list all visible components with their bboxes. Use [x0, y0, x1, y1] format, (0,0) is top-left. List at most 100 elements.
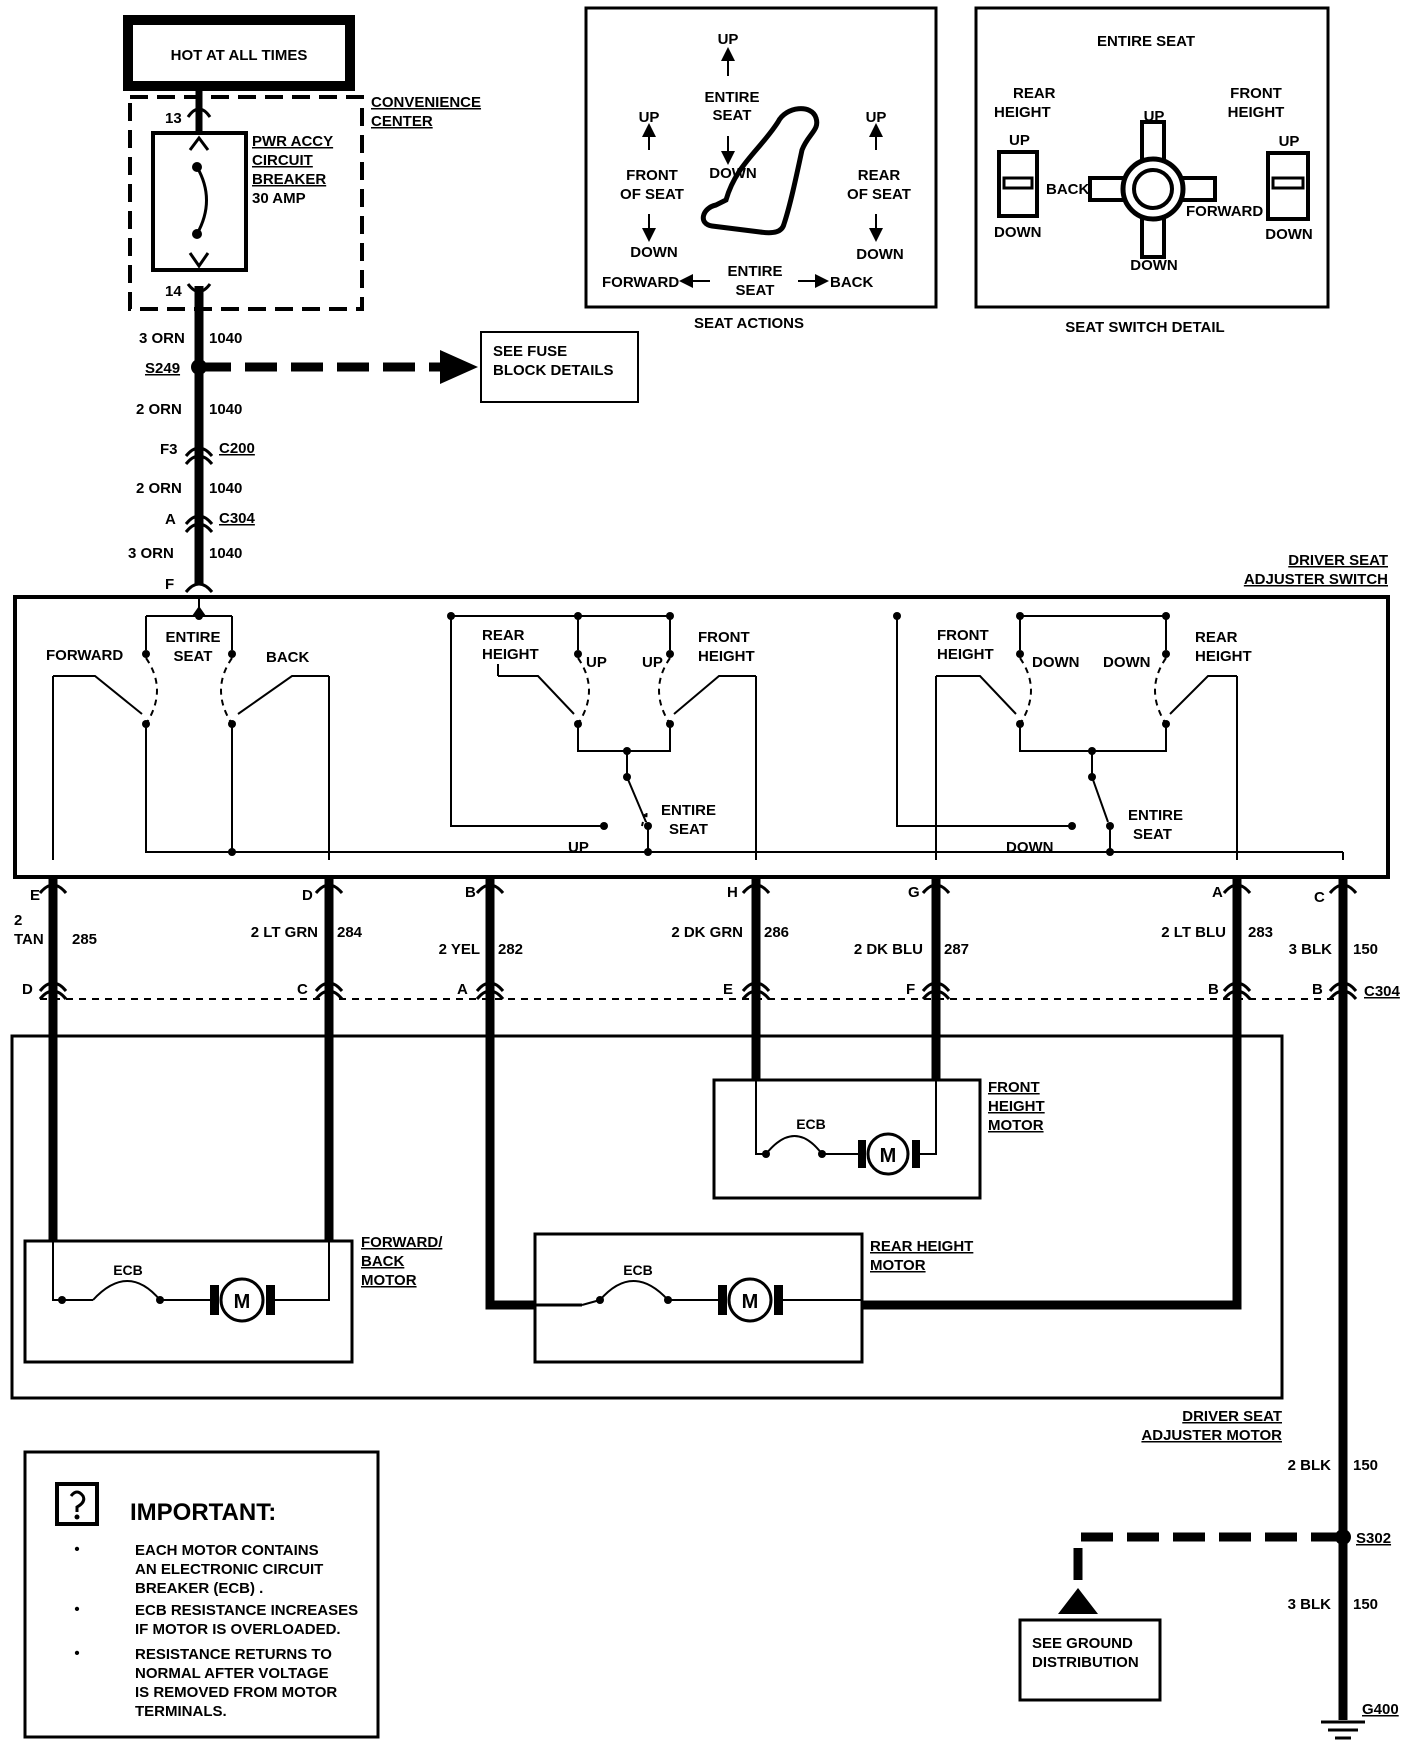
- ground-icon: [1321, 1720, 1365, 1740]
- switch-position-label: ENTIRE: [661, 802, 716, 819]
- switch-position-label: SEAT: [174, 648, 213, 665]
- switch-detail-label: DOWN: [1130, 257, 1178, 274]
- wire-circuit: 1040: [209, 545, 242, 562]
- connector-pin: C: [297, 981, 308, 998]
- connector-pin: D: [22, 981, 33, 998]
- switch-detail-label: FORWARD: [1186, 203, 1263, 220]
- seat-action-label: DOWN: [630, 244, 678, 261]
- switch-detail-label: FRONT: [1230, 85, 1282, 102]
- wire-gauge: 2: [14, 912, 22, 929]
- motor-assembly-title: ADJUSTER MOTOR: [1141, 1427, 1282, 1444]
- switch-detail-label: HEIGHT: [1228, 104, 1285, 121]
- switch-position-label: ENTIRE: [1128, 807, 1183, 824]
- important-bullet: IS REMOVED FROM MOTOR: [135, 1684, 337, 1701]
- seat-action-label: DOWN: [856, 246, 904, 263]
- switch-position-label: UP: [568, 839, 589, 856]
- ground-ref: DISTRIBUTION: [1032, 1654, 1139, 1671]
- ground-ref: SEE GROUND: [1032, 1635, 1133, 1652]
- seat-action-label: OF SEAT: [847, 186, 911, 203]
- switch-position-label: FRONT: [937, 627, 989, 644]
- motor-label: MOTOR: [361, 1272, 417, 1289]
- wire-gauge: 2 DK GRN: [671, 924, 743, 941]
- ground-g400: G400: [1362, 1701, 1399, 1718]
- connector-c304: C304: [1364, 983, 1401, 1000]
- connector-pin: F3: [160, 441, 178, 458]
- connector-pin: E: [723, 981, 733, 998]
- connector-pin: B: [1208, 981, 1219, 998]
- fuse-block-ref-2: BLOCK DETAILS: [493, 362, 614, 379]
- motor-label: HEIGHT: [988, 1098, 1045, 1115]
- switch-position-label: DOWN: [1103, 654, 1151, 671]
- wire-gauge: 2 YEL: [439, 941, 480, 958]
- question-icon: [55, 1482, 99, 1526]
- front-height-motor: M ECB: [712, 1077, 982, 1200]
- switch-position-label: DOWN: [1032, 654, 1080, 671]
- svg-text:•: •: [74, 1601, 79, 1618]
- wire-gauge: 3 BLK: [1288, 1596, 1332, 1613]
- wire-gauge: 2 DK BLU: [854, 941, 923, 958]
- wire-circuit: 284: [337, 924, 363, 941]
- wire-circuit: 282: [498, 941, 523, 958]
- source-label: HOT AT ALL TIMES: [171, 47, 308, 64]
- important-title: IMPORTANT:: [130, 1499, 276, 1526]
- seat-actions-caption: SEAT ACTIONS: [694, 315, 804, 332]
- seat-action-label: BACK: [830, 274, 873, 291]
- switch-position-label: REAR: [1195, 629, 1238, 646]
- ecb-label: ECB: [796, 1116, 826, 1132]
- breaker-label-2: CIRCUIT: [252, 152, 313, 169]
- ecb-label: ECB: [113, 1262, 143, 1278]
- ground-circuit: 2 BLK 150 S302 SEE GROUND DISTRIBUTION 3…: [1018, 1457, 1399, 1740]
- switch-position-label: ENTIRE: [165, 629, 220, 646]
- motor-assembly-title: DRIVER SEAT: [1182, 1408, 1282, 1425]
- motor-icon: [219, 1277, 265, 1323]
- wire-circuit: 150: [1353, 1457, 1378, 1474]
- seat-action-label: FORWARD: [602, 274, 679, 291]
- important-bullet: NORMAL AFTER VOLTAGE: [135, 1665, 329, 1682]
- motor-symbol: M: [880, 1145, 897, 1167]
- switch-detail-label: ENTIRE SEAT: [1097, 33, 1195, 50]
- switch-detail-label: UP: [1009, 132, 1030, 149]
- rear-height-switch-icon: [997, 150, 1039, 218]
- motor-label: BACK: [361, 1253, 404, 1270]
- switch-position-label: UP: [586, 654, 607, 671]
- svg-text:•: •: [74, 1645, 79, 1662]
- seat-action-label: FRONT: [626, 167, 678, 184]
- motor-label: MOTOR: [870, 1257, 926, 1274]
- switch-position-label: DOWN: [1006, 839, 1054, 856]
- forward-back-motor: M ECB: [23, 1238, 354, 1364]
- connector-pin: A: [1212, 884, 1223, 901]
- wire-circuit: 150: [1353, 1596, 1378, 1613]
- switch-detail-label: DOWN: [1265, 226, 1313, 243]
- switch-detail-label: HEIGHT: [994, 104, 1051, 121]
- seat-switch-detail-panel: ENTIRE SEAT REAR HEIGHT UP DOWN FRONT HE…: [974, 6, 1330, 336]
- seat-action-label: SEAT: [736, 282, 775, 299]
- driver-seat-adjuster-motor: DRIVER SEAT ADJUSTER MOTOR M ECB FRONT H…: [10, 1034, 1284, 1444]
- connector-pin: B: [1312, 981, 1323, 998]
- pin-14: 14: [165, 283, 182, 300]
- switch-position-label: FORWARD: [46, 647, 123, 664]
- motor-label: MOTOR: [988, 1117, 1044, 1134]
- wire-circuit: 1040: [209, 401, 242, 418]
- entire-seat-switch-icon: [1088, 120, 1217, 259]
- driver-seat-adjuster-switch: DRIVER SEAT ADJUSTER SWITCH: [13, 552, 1390, 879]
- wire-circuit: 287: [944, 941, 969, 958]
- motor-label: FRONT: [988, 1079, 1040, 1096]
- seat-switch-detail-caption: SEAT SWITCH DETAIL: [1065, 319, 1224, 336]
- important-note: IMPORTANT: • EACH MOTOR CONTAINS AN ELEC…: [23, 1450, 380, 1739]
- wire-gauge: 3 ORN: [139, 330, 185, 347]
- wire-gauge: 2 ORN: [136, 480, 182, 497]
- switch-detail-label: BACK: [1046, 181, 1089, 198]
- svg-text:•: •: [74, 1541, 79, 1558]
- wire-circuit: 286: [764, 924, 789, 941]
- seat-actions-panel: UP ENTIRE SEAT DOWN UP FRONT OF SEAT DOW…: [584, 6, 938, 332]
- seat-action-label: ENTIRE: [704, 89, 759, 106]
- important-bullet: AN ELECTRONIC CIRCUIT: [135, 1561, 323, 1578]
- wire-circuit: 150: [1353, 941, 1378, 958]
- important-bullet: EACH MOTOR CONTAINS: [135, 1542, 319, 1559]
- connector-pin: F: [906, 981, 915, 998]
- important-bullet: TERMINALS.: [135, 1703, 227, 1720]
- wire-color: TAN: [14, 931, 44, 948]
- switch-detail-label: DOWN: [994, 224, 1042, 241]
- motor-label: FORWARD/: [361, 1234, 443, 1251]
